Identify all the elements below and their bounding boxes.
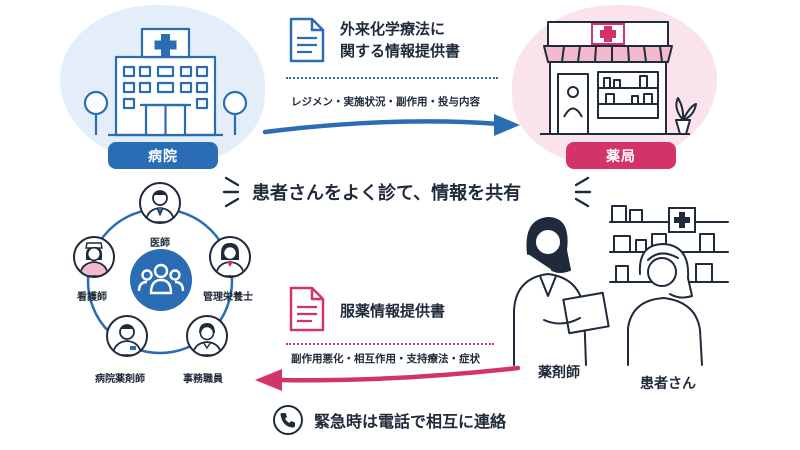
emphasis-marks-right-icon bbox=[574, 176, 592, 208]
hospital-pharmacist-avatar bbox=[106, 315, 148, 357]
doc-to-pharmacy-divider bbox=[286, 77, 498, 79]
doctor-label: 医師 bbox=[150, 238, 170, 249]
pharmacy-label: 薬局 bbox=[566, 142, 676, 169]
doc-to-pharmacy-title-line2: 関する情報提供書 bbox=[340, 42, 461, 60]
office-staff-icon bbox=[192, 323, 222, 355]
office-staff-avatar bbox=[186, 315, 228, 357]
pharmacy-building-icon bbox=[540, 21, 697, 135]
phone-icon-badge bbox=[273, 405, 303, 435]
pharmacy-cross-sign-icon bbox=[668, 207, 696, 233]
hospital-pharmacist-label: 病院薬剤師 bbox=[95, 374, 145, 385]
doc-to-hospital-divider bbox=[286, 343, 494, 345]
document-pink-icon bbox=[289, 286, 325, 332]
center-message: 患者さんをよく診て、情報を共有 bbox=[252, 183, 522, 204]
nurse-icon bbox=[79, 242, 109, 276]
doctor-avatar bbox=[139, 182, 181, 224]
dietitian-icon bbox=[215, 243, 245, 276]
doctor-icon bbox=[145, 190, 175, 222]
hospital-pharmacist-icon bbox=[112, 324, 142, 355]
patient-label: 患者さん bbox=[640, 376, 696, 392]
pharmacist-patient-illustration bbox=[513, 205, 729, 366]
doc-to-hospital-subtitle: 副作用悪化・相互作用・支持療法・症状 bbox=[291, 353, 480, 365]
hospital-building-icon bbox=[83, 27, 248, 137]
doc-to-pharmacy-subtitle: レジメン・実施状況・副作用・投与内容 bbox=[291, 96, 480, 108]
arrow-to-hospital-icon bbox=[255, 365, 521, 391]
arrow-to-pharmacy-icon bbox=[262, 114, 520, 136]
emergency-message: 緊急時は電話で相互に連絡 bbox=[314, 412, 507, 431]
office-staff-label: 事務職員 bbox=[183, 374, 223, 385]
dietitian-label: 管理栄養士 bbox=[203, 292, 253, 303]
document-blue-icon bbox=[289, 17, 325, 63]
team-center bbox=[130, 249, 192, 311]
phone-icon bbox=[280, 413, 295, 428]
dietitian-avatar bbox=[209, 236, 251, 278]
hospital-label: 病院 bbox=[108, 142, 218, 169]
doc-to-pharmacy-title: 外来化学療法に 関する情報提供書 bbox=[340, 18, 460, 62]
nurse-label: 看護師 bbox=[77, 292, 107, 303]
doc-to-hospital-title: 服薬情報提供書 bbox=[340, 302, 446, 320]
nurse-avatar bbox=[73, 236, 115, 278]
doc-to-pharmacy-title-line1: 外来化学療法に bbox=[340, 20, 446, 38]
pharmacist-label: 薬剤師 bbox=[538, 365, 580, 381]
emphasis-marks-left-icon bbox=[222, 176, 240, 208]
team-group-icon bbox=[137, 263, 185, 295]
